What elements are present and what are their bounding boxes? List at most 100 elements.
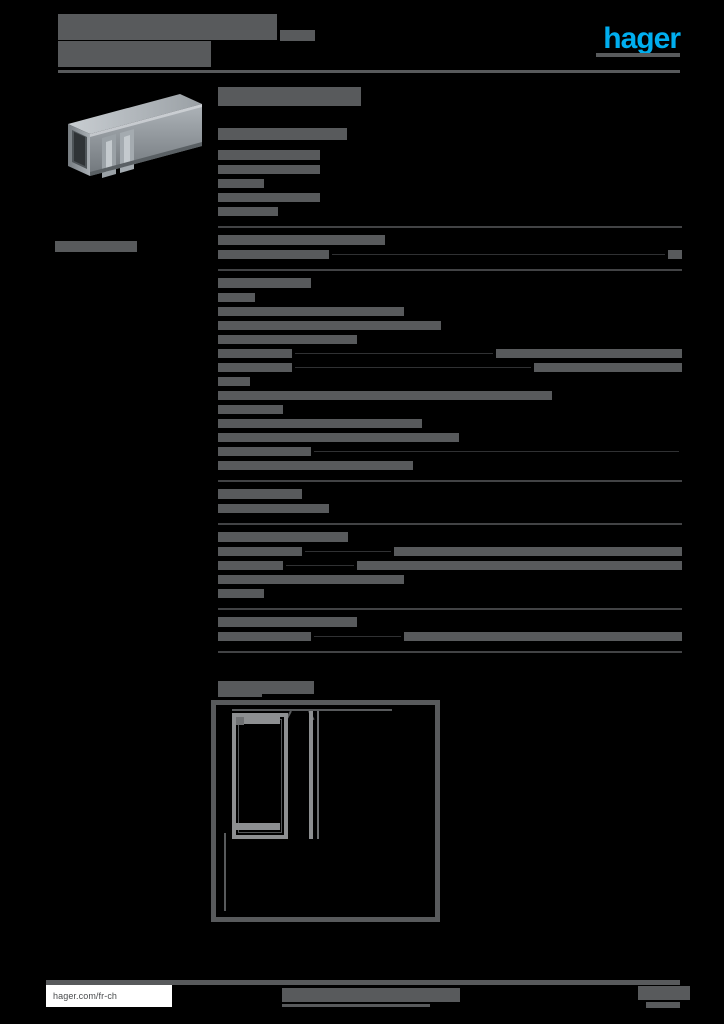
spec-row: [218, 390, 682, 401]
spec-row: [218, 320, 682, 331]
spec-group: [218, 617, 682, 642]
spec-row-leader: [285, 565, 355, 566]
spec-group: [218, 278, 682, 471]
spec-row: [218, 432, 682, 443]
spec-row: [218, 206, 682, 217]
spec-row: [218, 192, 682, 203]
hager-logo[interactable]: hager: [596, 22, 681, 57]
product-subheading: [218, 128, 347, 140]
spec-group-heading: [218, 617, 358, 627]
spec-row-key: [218, 504, 330, 513]
spec-group: [218, 532, 682, 599]
spec-row: [218, 631, 682, 642]
spec-row-key: [218, 363, 293, 372]
spec-row: [218, 560, 682, 571]
spec-row-key: [218, 632, 311, 641]
profile-side-rail-secondary: [317, 711, 319, 839]
profile-side-rail: [309, 711, 313, 839]
spec-row-key: [218, 179, 265, 188]
page-title-superscript: [280, 30, 315, 41]
spec-row: [218, 546, 682, 557]
spec-row: [218, 418, 682, 429]
spec-row-leader: [304, 551, 392, 552]
main-heading-block: [218, 84, 682, 140]
spec-group: [218, 489, 682, 514]
footer-center-text: [282, 988, 460, 1002]
spec-group-divider: [218, 480, 682, 482]
spec-row-key: [218, 165, 321, 174]
technical-drawing: [211, 685, 440, 922]
spec-row: [218, 178, 682, 189]
spec-row-key: [218, 561, 283, 570]
spec-row-key: [218, 405, 283, 414]
spec-row-key: [218, 321, 441, 330]
spec-row: [218, 446, 682, 457]
spec-group-divider: [218, 651, 682, 653]
spec-row-leader: [295, 353, 494, 354]
spec-row-key: [218, 349, 293, 358]
logo-underbar: [596, 53, 680, 57]
spec-row-value: [496, 349, 682, 358]
spec-row-key: [218, 335, 358, 344]
spec-row-value: [357, 561, 682, 570]
spec-row-key: [218, 419, 423, 428]
spec-row-key: [218, 307, 404, 316]
spec-row-leader: [313, 636, 401, 637]
footer-center-subtext: [282, 1004, 430, 1007]
spec-row-key: [218, 575, 404, 584]
page-title-line1: [58, 14, 277, 40]
spec-row: [218, 574, 682, 585]
sidebar-caption: [55, 241, 137, 252]
spec-group-heading: [218, 278, 311, 288]
profile-inner-outline: [238, 719, 282, 833]
spec-row-key: [218, 447, 311, 456]
profile-top-bar: [234, 717, 280, 724]
spec-row: [218, 588, 682, 599]
spec-row: [218, 292, 682, 303]
spec-row-leader: [313, 451, 679, 452]
spec-row: [218, 334, 682, 345]
spec-row-key: [218, 377, 251, 386]
spec-row-value: [403, 632, 682, 641]
spec-row-key: [218, 207, 279, 216]
hager-wordmark: hager: [603, 22, 681, 55]
page-footer: hager.com/fr-ch: [46, 985, 694, 1011]
specification-table: [218, 150, 682, 660]
spec-row-key: [218, 433, 460, 442]
spec-row-value: [450, 391, 553, 400]
spec-row: [218, 460, 682, 471]
spec-group: [218, 150, 682, 217]
profile-bottom-bar: [234, 823, 280, 830]
spec-row: [218, 306, 682, 317]
spec-group-divider: [218, 269, 682, 271]
header-divider: [58, 70, 680, 73]
spec-row: [218, 376, 682, 387]
spec-row-key: [218, 293, 256, 302]
profile-corner-marker: [236, 717, 244, 725]
page-number-subtext: [646, 1002, 680, 1008]
spec-group-heading: [218, 235, 386, 245]
website-url[interactable]: hager.com/fr-ch: [46, 985, 172, 1007]
spec-row-leader: [295, 367, 531, 368]
page-header: [58, 14, 680, 72]
spec-row-key: [218, 250, 330, 259]
spec-group-divider: [218, 608, 682, 610]
spec-group-divider: [218, 226, 682, 228]
spec-row: [218, 503, 682, 514]
product-image: [50, 86, 210, 186]
spec-row-key: [218, 461, 413, 470]
page-title-line2: [58, 41, 211, 67]
dimension-line-top: [232, 709, 392, 711]
spec-row-value: [394, 547, 682, 556]
spec-row-key: [218, 589, 265, 598]
spec-row: [218, 348, 682, 359]
footer-divider: [46, 980, 680, 985]
spec-row-key: [218, 391, 450, 400]
spec-row: [218, 404, 682, 415]
drawing-label: [218, 685, 262, 697]
spec-group-heading: [218, 489, 302, 499]
spec-row: [218, 164, 682, 175]
dimension-line-left: [224, 833, 226, 911]
spec-group: [218, 235, 682, 260]
